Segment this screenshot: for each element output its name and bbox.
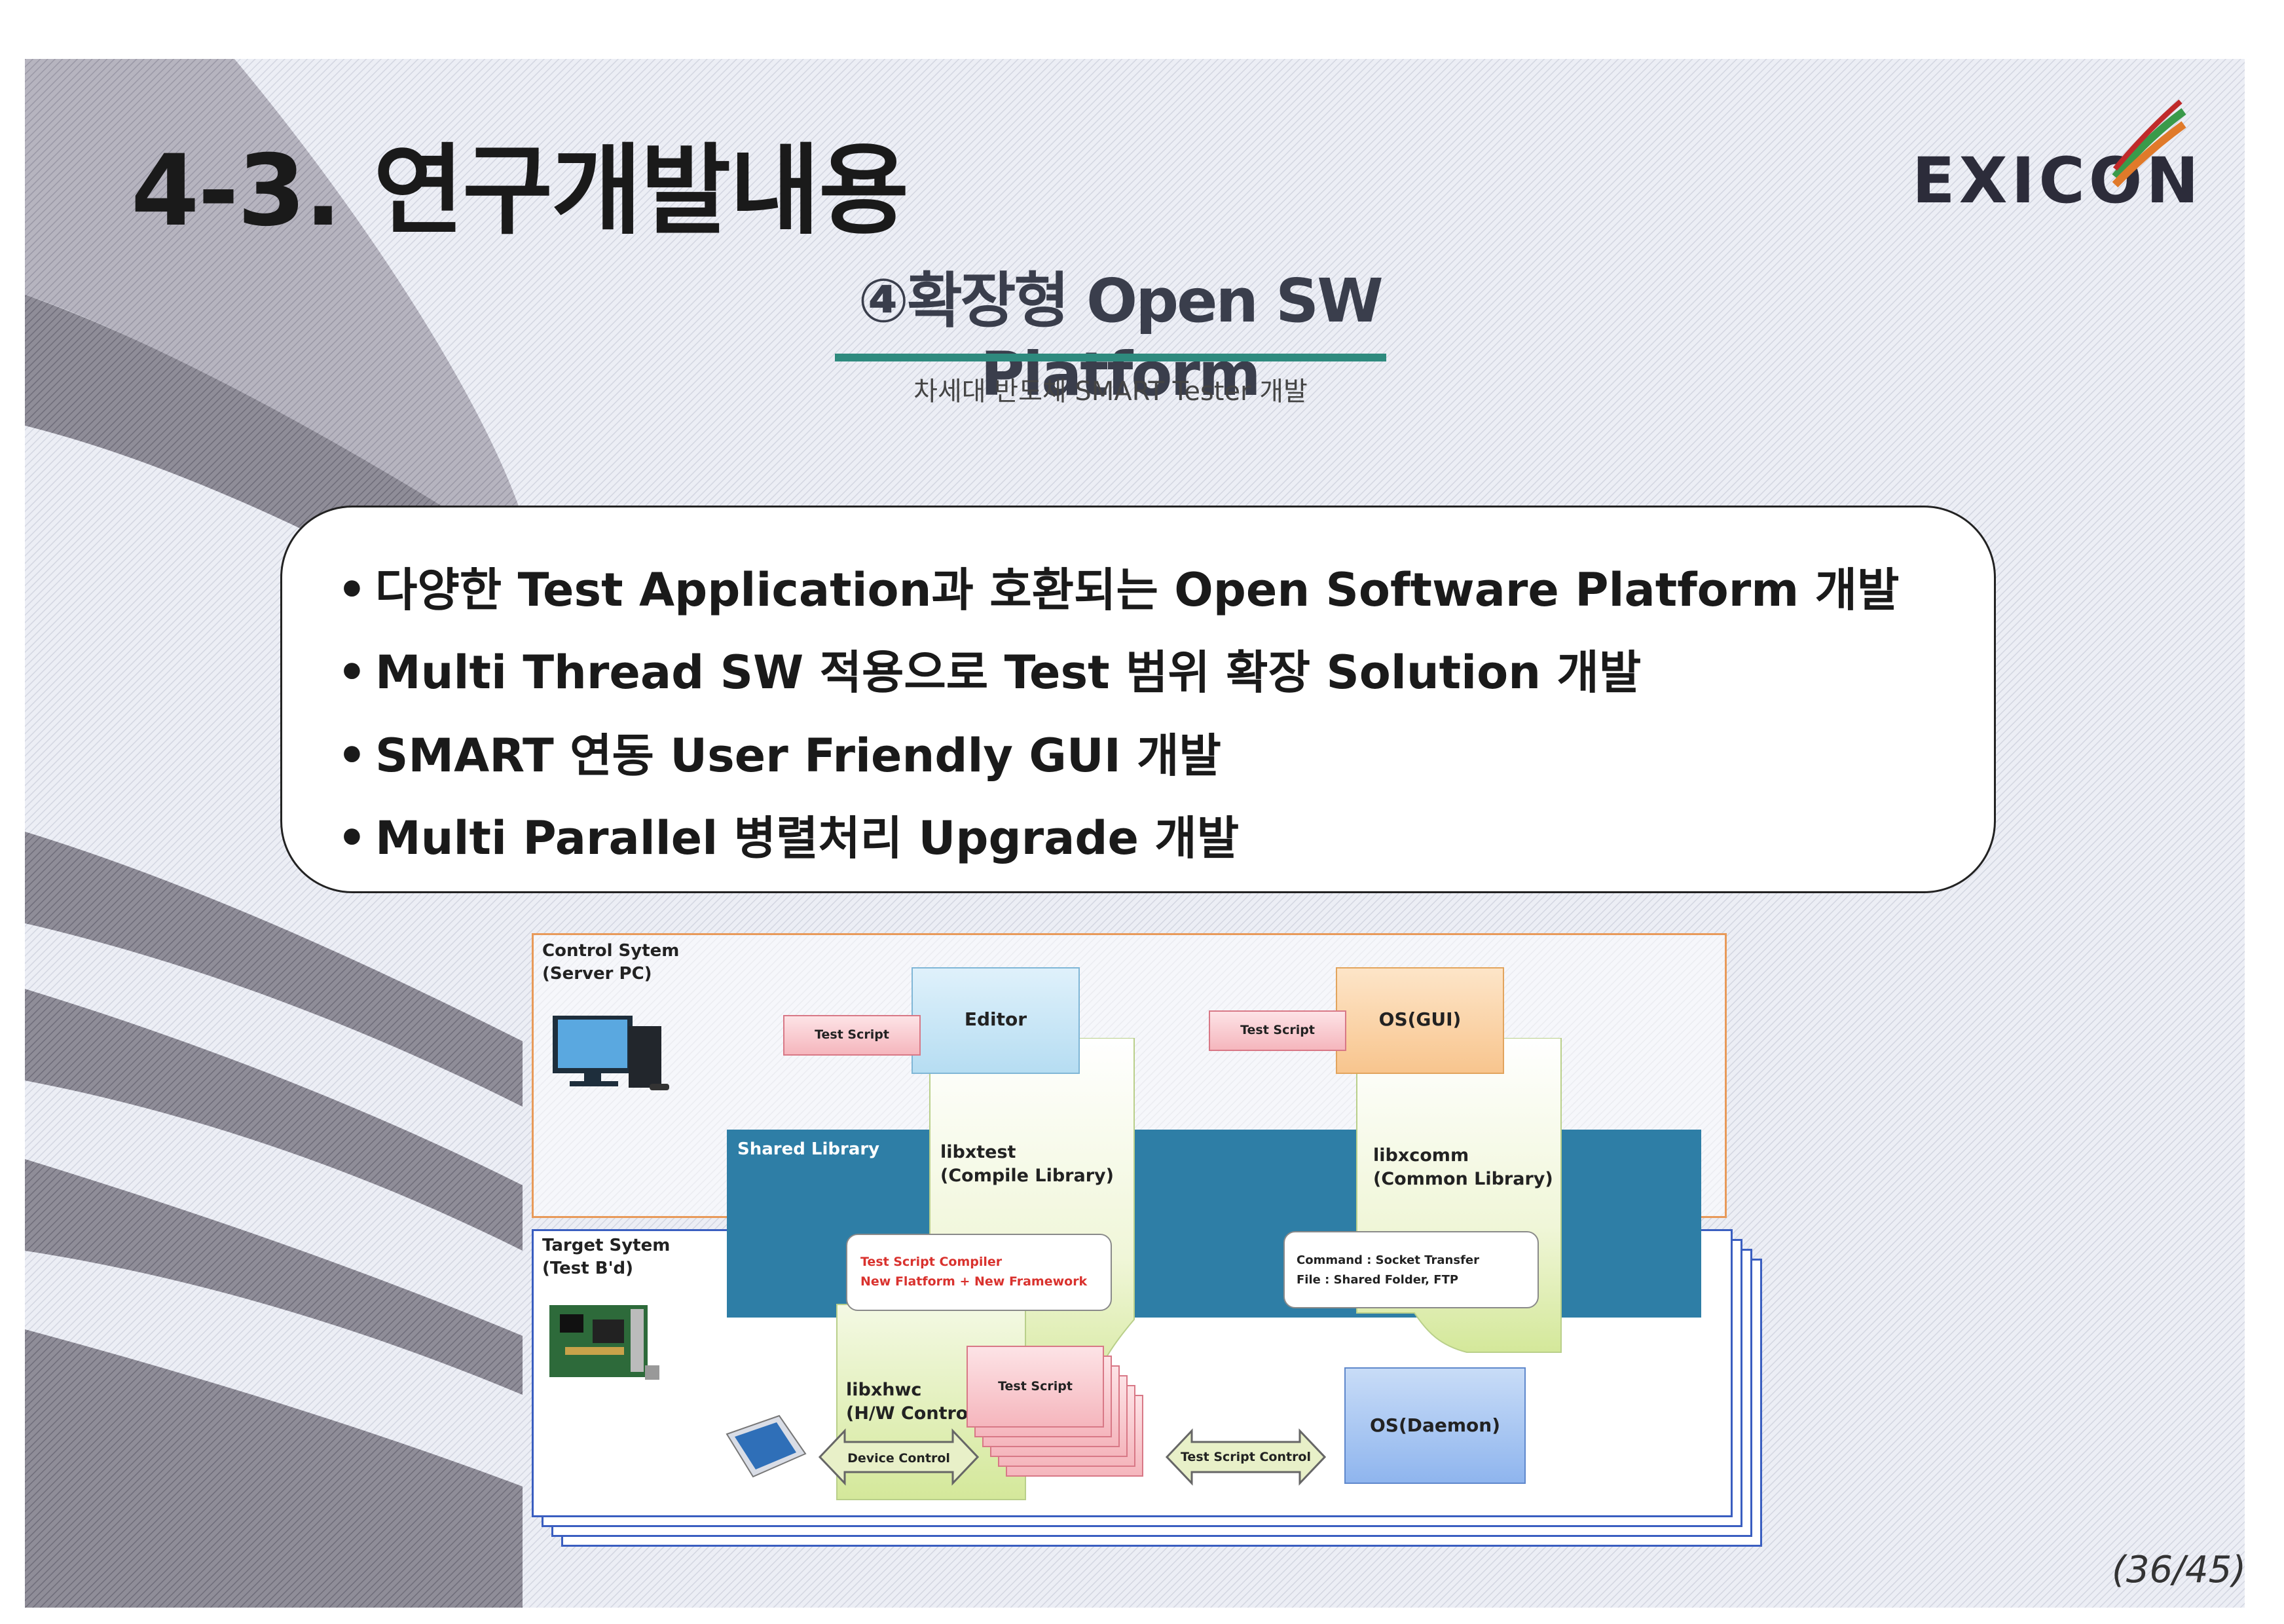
test-script-control-label: Test Script Control (1181, 1450, 1311, 1464)
bullet-item: Multi Parallel 병렬처리 Upgrade 개발 (337, 802, 1239, 868)
logo-text: EXICON (1912, 144, 2203, 217)
company-logo: EXICON (1912, 98, 2199, 217)
device-control-arrow (819, 1428, 979, 1486)
test-script-label-left: Test Script (815, 1027, 889, 1042)
os-daemon-box (1344, 1367, 1526, 1484)
page-number: (36/45) (2112, 1549, 2247, 1591)
bullet-list-box: 다양한 Test Application과 호환되는 Open Software… (280, 506, 1996, 893)
test-board-icon (549, 1305, 659, 1380)
editor-label: Editor (964, 1008, 1027, 1030)
logo-swoosh-icon (2112, 99, 2186, 188)
libxcomm-column (1356, 1038, 1562, 1353)
test-script-box-left (783, 1015, 921, 1056)
section-subtitle: ④확장형 Open SW Platform (858, 266, 1384, 409)
libxhwc-label: libxhwc (H/W Control) (846, 1380, 982, 1424)
os-gui-label: OS(GUI) (1378, 1008, 1462, 1030)
os-gui-box (1336, 967, 1504, 1074)
test-script-control-arrow (1166, 1428, 1326, 1486)
ssd-device-icon (726, 1414, 807, 1478)
communication-card (1283, 1231, 1539, 1308)
test-script-label-right: Test Script (1240, 1023, 1315, 1037)
test-script-stack-label: Test Script (998, 1379, 1073, 1393)
server-pc-icon (553, 1016, 669, 1090)
bullet-item: 다양한 Test Application과 호환되는 Open Software… (337, 553, 1899, 619)
control-system-label: Control Sytem (Server PC) (542, 941, 680, 984)
os-daemon-label: OS(Daemon) (1369, 1414, 1501, 1436)
bullet-item: Multi Thread SW 적용으로 Test 범위 확장 Solution… (337, 636, 1641, 702)
compiler-line-1: Test Script Compiler (860, 1255, 1003, 1269)
compiler-line-2: New Flatform + New Framework (860, 1274, 1088, 1289)
libxcomm-label: libxcomm (Common Library) (1373, 1145, 1553, 1190)
bullet-item: SMART 연동 User Friendly GUI 개발 (337, 719, 1221, 785)
test-script-box-right (1209, 1010, 1346, 1051)
libxtest-label: libxtest (Compile Library) (940, 1142, 1114, 1187)
target-system-label: Target Sytem (Test B'd) (542, 1236, 671, 1279)
shared-library-label: Shared Library (737, 1139, 880, 1159)
communication-line-1: Command : Socket Transfer (1297, 1253, 1479, 1267)
device-control-label: Device Control (847, 1451, 950, 1466)
editor-box (912, 967, 1080, 1074)
project-tagline: 차세대 반도체 SMART Tester 개발 (913, 377, 1308, 407)
test-script-stack-top (967, 1346, 1104, 1428)
subtitle-divider (835, 354, 1386, 361)
communication-line-2: File : Shared Folder, FTP (1297, 1273, 1459, 1287)
compiler-card (846, 1234, 1112, 1311)
page-title: 4-3. 연구개발내용 (131, 134, 909, 248)
